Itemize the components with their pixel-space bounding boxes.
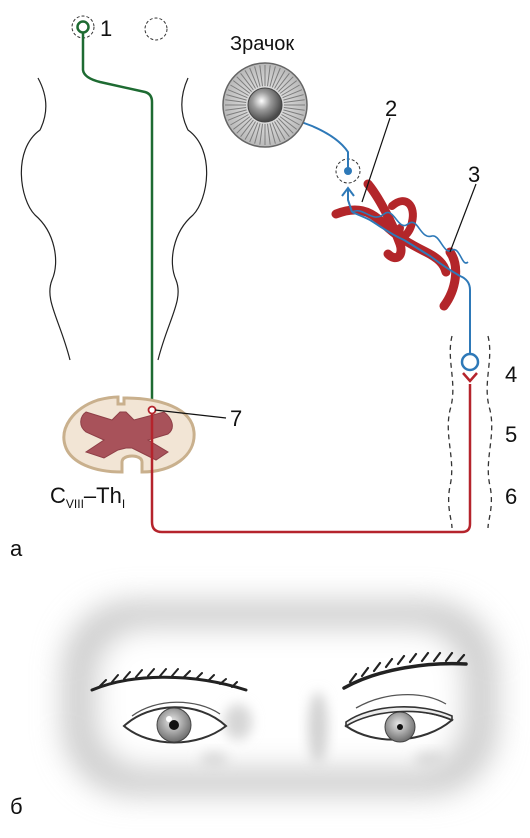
central-tract-line: [81, 33, 154, 400]
iris-ray: [283, 109, 304, 116]
eye-normal-pupil: [169, 720, 179, 730]
iris-ray: [232, 116, 251, 130]
iris-ray: [283, 107, 305, 111]
eye-normal: [122, 701, 228, 744]
iris-ray: [278, 118, 294, 134]
segment-th-sub: I: [122, 497, 125, 511]
marker-2: 2: [385, 96, 397, 121]
iris-ray: [278, 76, 294, 92]
iris-ray: [226, 94, 247, 101]
iris-ray: [259, 123, 263, 145]
iris-ray: [279, 116, 298, 130]
lateral-horn-neuron: [147, 405, 157, 415]
iris-ray: [244, 70, 256, 89]
eye-normal-lid-crease: [131, 701, 221, 717]
iris-ray: [249, 122, 259, 143]
iris-ray: [249, 67, 259, 88]
iris-ray: [276, 72, 290, 91]
iris-ray: [230, 114, 249, 126]
eye-ptosis-pupil: [397, 724, 403, 730]
sympathetic-trunk: [447, 335, 493, 529]
iris-ray: [283, 94, 304, 101]
ciliary-nerve-fiber: [295, 119, 349, 171]
eye-ptosis-lid: [345, 706, 453, 728]
iris-ray: [274, 70, 286, 89]
panel-a-label: а: [10, 536, 23, 561]
eyebrow-right: [342, 651, 468, 690]
marker-7: 7: [230, 406, 242, 431]
panel-b: б: [10, 600, 498, 819]
eyebrow-left: [90, 668, 248, 692]
iris-ray: [281, 84, 300, 96]
iris-ray: [227, 111, 248, 121]
pupil-iris: [222, 62, 308, 148]
iris-ray: [225, 107, 247, 111]
iris-ray: [271, 122, 281, 143]
eye-normal-highlight: [166, 716, 172, 722]
hypothalamus-neuron-body: [76, 20, 90, 34]
iris-ray: [279, 80, 298, 94]
iris-ray: [282, 89, 303, 99]
leader-line-2: [361, 117, 391, 203]
iris-ray: [283, 99, 305, 103]
iris-ray: [232, 80, 251, 94]
iris-ray: [274, 121, 286, 140]
iris-ray: [244, 121, 256, 140]
segment-c-sub: VIII: [66, 497, 84, 511]
ganglion-neuron: [460, 352, 480, 372]
iris-ray: [259, 65, 263, 87]
pupil-label: Зрачок: [230, 33, 294, 55]
preganglionic-fiber: [150, 384, 472, 534]
pupil: [247, 87, 283, 123]
spinal-segment-label: CVIII–ThI: [50, 483, 125, 511]
panel-b-label: б: [10, 794, 23, 819]
segment-dash: –: [84, 483, 97, 508]
segment-c: C: [50, 483, 66, 508]
iris-ray: [267, 123, 271, 145]
marker-6: 6: [505, 484, 517, 509]
carotid-artery: [331, 179, 461, 311]
iris-ray: [236, 76, 252, 92]
brainstem-outline: [20, 77, 208, 361]
iris-rays: [225, 65, 305, 145]
central-neuron: [71, 15, 168, 413]
panel-a: 1 Зрачок 2 3 4 5 6 7 CVIII–ThI а: [10, 15, 517, 561]
iris-ray: [269, 66, 276, 87]
spinal-cord-section: [62, 395, 196, 474]
iris-ray: [271, 67, 281, 88]
iris-ray: [254, 66, 261, 87]
iris-ray: [281, 114, 300, 126]
iris-ray: [230, 84, 249, 96]
iris-ray: [276, 119, 290, 138]
iris-ray: [240, 72, 254, 91]
iris-ray: [225, 99, 247, 103]
iris-ray: [227, 89, 248, 99]
iris-ray: [226, 109, 247, 116]
marker-3: 3: [468, 162, 480, 187]
marker-1: 1: [100, 16, 112, 41]
iris-ray: [236, 118, 252, 134]
eye-ptosis: [344, 694, 454, 743]
leader-line-3: [449, 183, 477, 253]
iris-ray: [254, 123, 261, 144]
gray-matter: [80, 411, 173, 461]
iris-ray: [267, 65, 271, 87]
iris-ray: [282, 111, 303, 121]
eye-ptosis-lid-crease: [355, 694, 447, 709]
marker-5: 5: [505, 422, 517, 447]
iris-ray: [269, 123, 276, 144]
leader-line-7: [154, 409, 227, 419]
contralateral-neuron-halo: [144, 17, 168, 41]
marker-4: 4: [505, 362, 517, 387]
segment-th: Th: [96, 483, 122, 508]
preganglionic-synapse-fork: [462, 372, 478, 383]
iris-ray: [240, 119, 254, 138]
postganglionic-fiber: [341, 186, 471, 354]
